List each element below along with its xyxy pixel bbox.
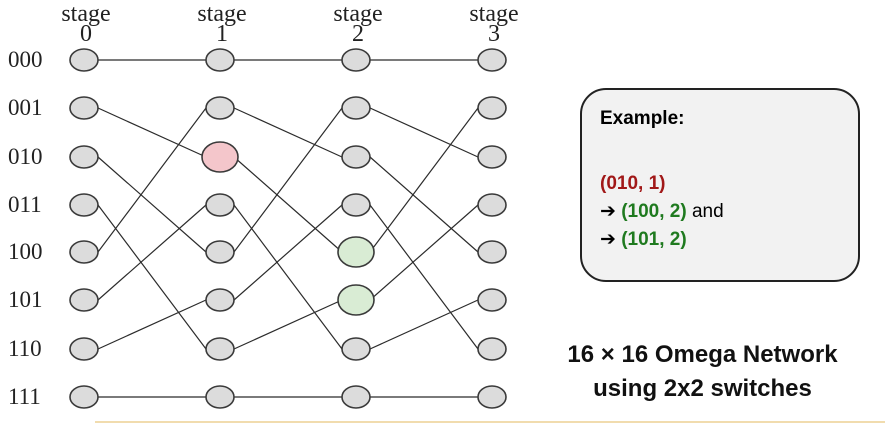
shuffle-wire	[97, 156, 207, 253]
example-dest-1-value: (100, 2)	[621, 201, 687, 222]
footer-divider	[95, 421, 885, 423]
shuffle-wire	[369, 156, 479, 253]
example-line-dest-1: ➔ (100, 2) and	[600, 198, 840, 226]
stage-heading-word: stage	[61, 1, 110, 27]
row-label: 000	[8, 47, 43, 72]
shuffle-wire	[97, 204, 207, 301]
shuffle-wire	[369, 204, 479, 301]
shuffle-wire	[97, 204, 207, 350]
highlighted-switch	[201, 141, 239, 173]
switch-node	[69, 193, 99, 217]
shuffle-wire	[369, 107, 479, 158]
shuffle-wire	[233, 299, 343, 350]
switch-node	[477, 48, 507, 72]
example-line-source: (010, 1)	[600, 170, 840, 198]
row-label: 001	[8, 95, 43, 120]
switch-node	[477, 96, 507, 120]
stage-heading-number: 3	[488, 21, 500, 47]
switch-node	[69, 145, 99, 169]
shuffle-wire	[233, 107, 343, 158]
network-wires	[97, 59, 479, 398]
switch-node	[341, 145, 371, 169]
shuffle-wire	[233, 204, 343, 350]
switch-node	[205, 385, 235, 409]
switch-node	[205, 240, 235, 264]
highlighted-switch	[337, 284, 375, 316]
caption-line-2: using 2x2 switches	[593, 375, 812, 402]
stage-heading-number: 1	[216, 21, 228, 47]
switch-node	[477, 288, 507, 312]
stage-heading-word: stage	[197, 1, 246, 27]
switch-node	[341, 96, 371, 120]
row-label: 101	[8, 287, 43, 312]
switch-node	[477, 145, 507, 169]
row-label: 100	[8, 239, 43, 264]
shuffle-wire	[233, 204, 343, 301]
arrow-right-icon: ➔	[600, 201, 616, 222]
switch-node	[341, 385, 371, 409]
shuffle-wire	[233, 156, 343, 253]
shuffle-wire	[369, 204, 479, 350]
caption-line-1: 16 × 16 Omega Network	[567, 341, 838, 368]
switch-node	[69, 48, 99, 72]
switch-node	[69, 385, 99, 409]
switch-node	[69, 337, 99, 361]
shuffle-wire	[97, 107, 207, 158]
example-dest-1-suffix: and	[686, 201, 724, 222]
switch-node	[205, 288, 235, 312]
switch-node	[205, 193, 235, 217]
switch-node	[69, 96, 99, 120]
switch-node	[205, 96, 235, 120]
stage-heading-word: stage	[469, 1, 518, 27]
row-label: 111	[8, 384, 41, 409]
arrow-right-icon: ➔	[600, 229, 616, 250]
switch-node	[69, 240, 99, 264]
row-label: 011	[8, 192, 42, 217]
stage-heading-number: 2	[352, 21, 364, 47]
example-title: Example:	[600, 108, 685, 129]
omega-network-diagram: stage0stage1stage2stage30000010100111001…	[8, 1, 519, 409]
switch-node	[205, 48, 235, 72]
network-labels: stage0stage1stage2stage30000010100111001…	[8, 1, 519, 409]
example-dest-2-value: (101, 2)	[621, 229, 687, 250]
shuffle-wire	[369, 299, 479, 350]
example-box: Example: (010, 1) ➔ (100, 2) and ➔ (101,…	[580, 88, 860, 282]
switch-node	[477, 240, 507, 264]
row-label: 110	[8, 336, 42, 361]
stage-heading-word: stage	[333, 1, 382, 27]
switch-node	[341, 337, 371, 361]
switch-node	[341, 193, 371, 217]
switch-node	[477, 193, 507, 217]
shuffle-wire	[97, 299, 207, 350]
stage-heading-number: 0	[80, 21, 92, 47]
switch-node	[477, 337, 507, 361]
shuffle-wire	[233, 107, 343, 253]
example-source-value: (010, 1)	[600, 173, 666, 194]
diagram-caption: 16 × 16 Omega Network using 2x2 switches	[530, 338, 875, 406]
row-label: 010	[8, 144, 43, 169]
example-line-dest-2: ➔ (101, 2)	[600, 226, 840, 254]
switch-node	[205, 337, 235, 361]
shuffle-wire	[369, 107, 479, 253]
network-switches	[69, 48, 507, 409]
shuffle-wire	[97, 107, 207, 253]
highlighted-switch	[337, 236, 375, 268]
switch-node	[477, 385, 507, 409]
switch-node	[69, 288, 99, 312]
switch-node	[341, 48, 371, 72]
